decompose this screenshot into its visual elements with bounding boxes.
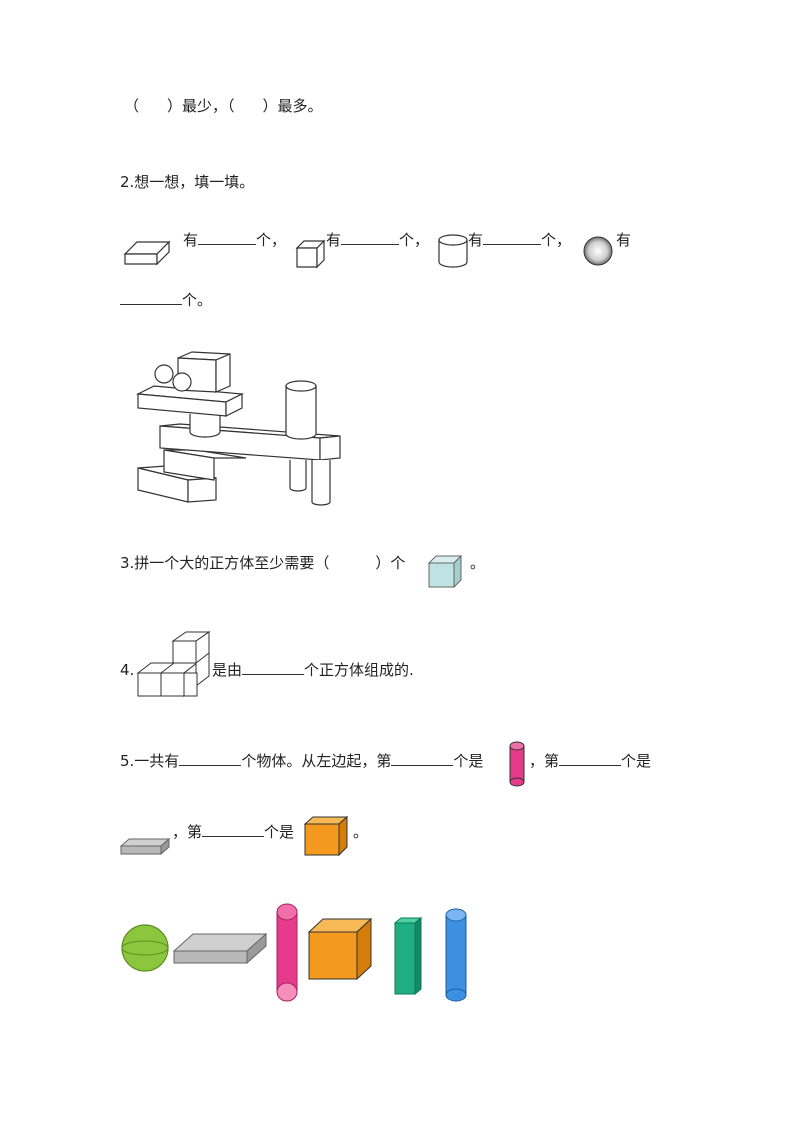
line-1: （）最少，（）最多。: [124, 97, 323, 115]
cylinder-icon: [438, 234, 468, 268]
answer-blank[interactable]: [242, 660, 305, 675]
green-sphere: [121, 924, 169, 972]
sphere-icon: [583, 236, 613, 266]
answer-blank[interactable]: [341, 230, 400, 245]
q5-end: 。: [353, 823, 369, 841]
blue-cylinder: [445, 908, 467, 1002]
cube-icon: [295, 239, 326, 269]
flat-cuboid-icon: [123, 240, 171, 266]
q4-prefix: 4.: [120, 661, 135, 679]
q2-blank-4: 个。: [120, 290, 212, 310]
orange-cube-icon: [303, 815, 349, 857]
q2-blank-2: 有个，: [326, 230, 430, 249]
q4-text: 是由个正方体组成的.: [212, 660, 414, 679]
q2-blank-1: 有个，: [183, 230, 287, 249]
answer-blank[interactable]: [391, 751, 454, 766]
answer-blank[interactable]: [120, 290, 182, 305]
pink-cylinder: [276, 903, 298, 1002]
orange-cube: [307, 917, 373, 981]
q2-title: 2.想一想，填一填。: [120, 173, 255, 191]
block-construction-figure: [135, 351, 341, 506]
q2-blank-3: 有个，: [468, 230, 572, 249]
q5-line-2: ，第个是: [172, 822, 295, 841]
green-prism: [393, 916, 423, 996]
q5-line-1b: ，第个是: [529, 751, 652, 770]
light-cube-icon: [427, 554, 463, 589]
q3-end: 。: [470, 554, 486, 572]
answer-blank[interactable]: [483, 230, 542, 245]
answer-blank[interactable]: [179, 751, 242, 766]
pink-cylinder-icon: [509, 741, 525, 787]
q5-line-1: 5.一共有个物体。从左边起，第个是: [120, 751, 484, 770]
answer-blank[interactable]: [202, 822, 265, 837]
gray-slab: [172, 932, 268, 965]
answer-blank[interactable]: [198, 230, 257, 245]
answer-blank[interactable]: [559, 751, 622, 766]
gray-slab-icon: [119, 837, 171, 856]
q3-text: 3.拼一个大的正方体至少需要（）个: [120, 554, 406, 572]
q2-you-4: 有: [616, 231, 632, 249]
stacked-cubes-figure: [136, 631, 211, 698]
